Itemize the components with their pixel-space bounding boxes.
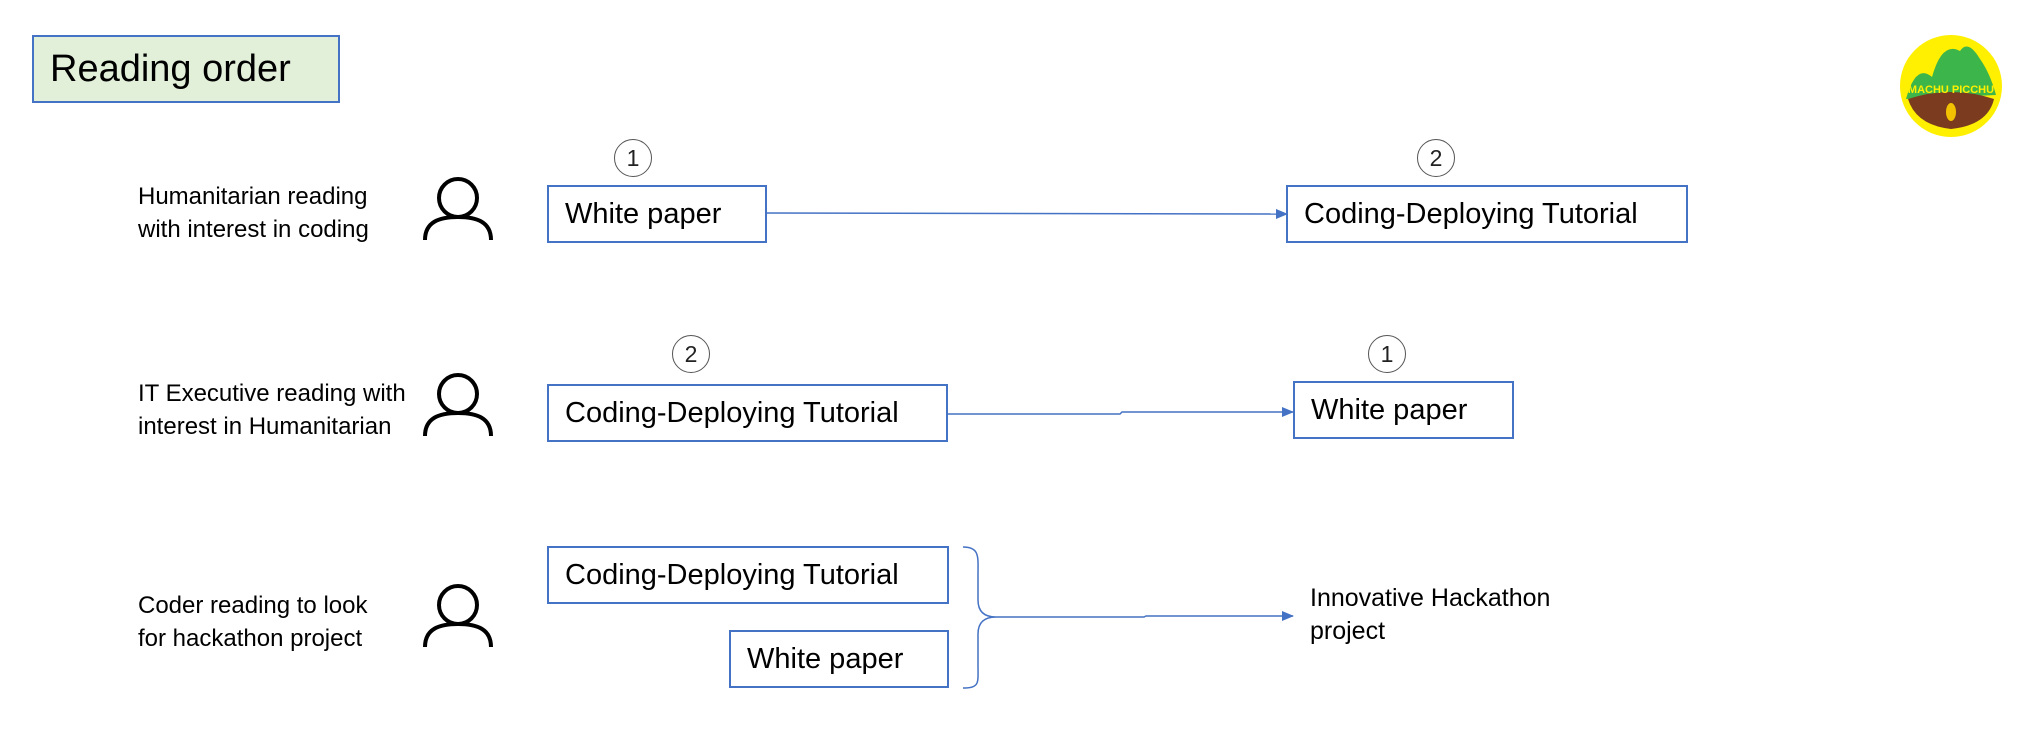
step-badge: 2 [1417, 139, 1455, 177]
step-badge: 1 [614, 139, 652, 177]
persona-line-2: with interest in coding [138, 216, 369, 243]
arrow-row3 [996, 611, 1294, 621]
persona-humanitarian: Humanitarian reading with interest in co… [138, 180, 369, 246]
persona-line-1: IT Executive reading with [138, 380, 406, 407]
persona-line-2: interest in Humanitarian [138, 413, 392, 440]
row1-second-document: Coding-Deploying Tutorial [1286, 185, 1688, 243]
person-icon [423, 177, 493, 241]
persona-coder: Coder reading to look for hackathon proj… [138, 589, 367, 655]
logo-mountain [1906, 46, 1996, 99]
result-line-2: project [1310, 617, 1386, 645]
persona-line-1: Coder reading to look [138, 592, 368, 619]
persona-line-2: for hackathon project [138, 625, 363, 652]
hackathon-result: Innovative Hackathon project [1310, 582, 1550, 648]
row2-second-document: White paper [1293, 381, 1514, 439]
arrow-row2 [948, 407, 1294, 417]
person-icon [423, 373, 493, 437]
step-badge: 2 [672, 335, 710, 373]
result-line-1: Innovative Hackathon [1310, 584, 1551, 612]
row2-first-document: Coding-Deploying Tutorial [547, 384, 948, 442]
persona-it-executive: IT Executive reading with interest in Hu… [138, 377, 406, 443]
arrow-row1 [765, 208, 1288, 219]
brace-row3 [962, 546, 997, 689]
persona-line-1: Humanitarian reading [138, 183, 368, 210]
person-icon [423, 584, 493, 648]
row3-tutorial-document: Coding-Deploying Tutorial [547, 546, 949, 604]
row3-white-paper-document: White paper [729, 630, 949, 688]
page-title: Reading order [32, 35, 340, 103]
logo-text: MACHU PICCHU [1908, 84, 1994, 96]
corn-icon [1946, 103, 1956, 121]
machu-picchu-logo: MACHU PICCHU [1900, 35, 2002, 137]
row1-first-document: White paper [547, 185, 767, 243]
step-badge: 1 [1368, 335, 1406, 373]
